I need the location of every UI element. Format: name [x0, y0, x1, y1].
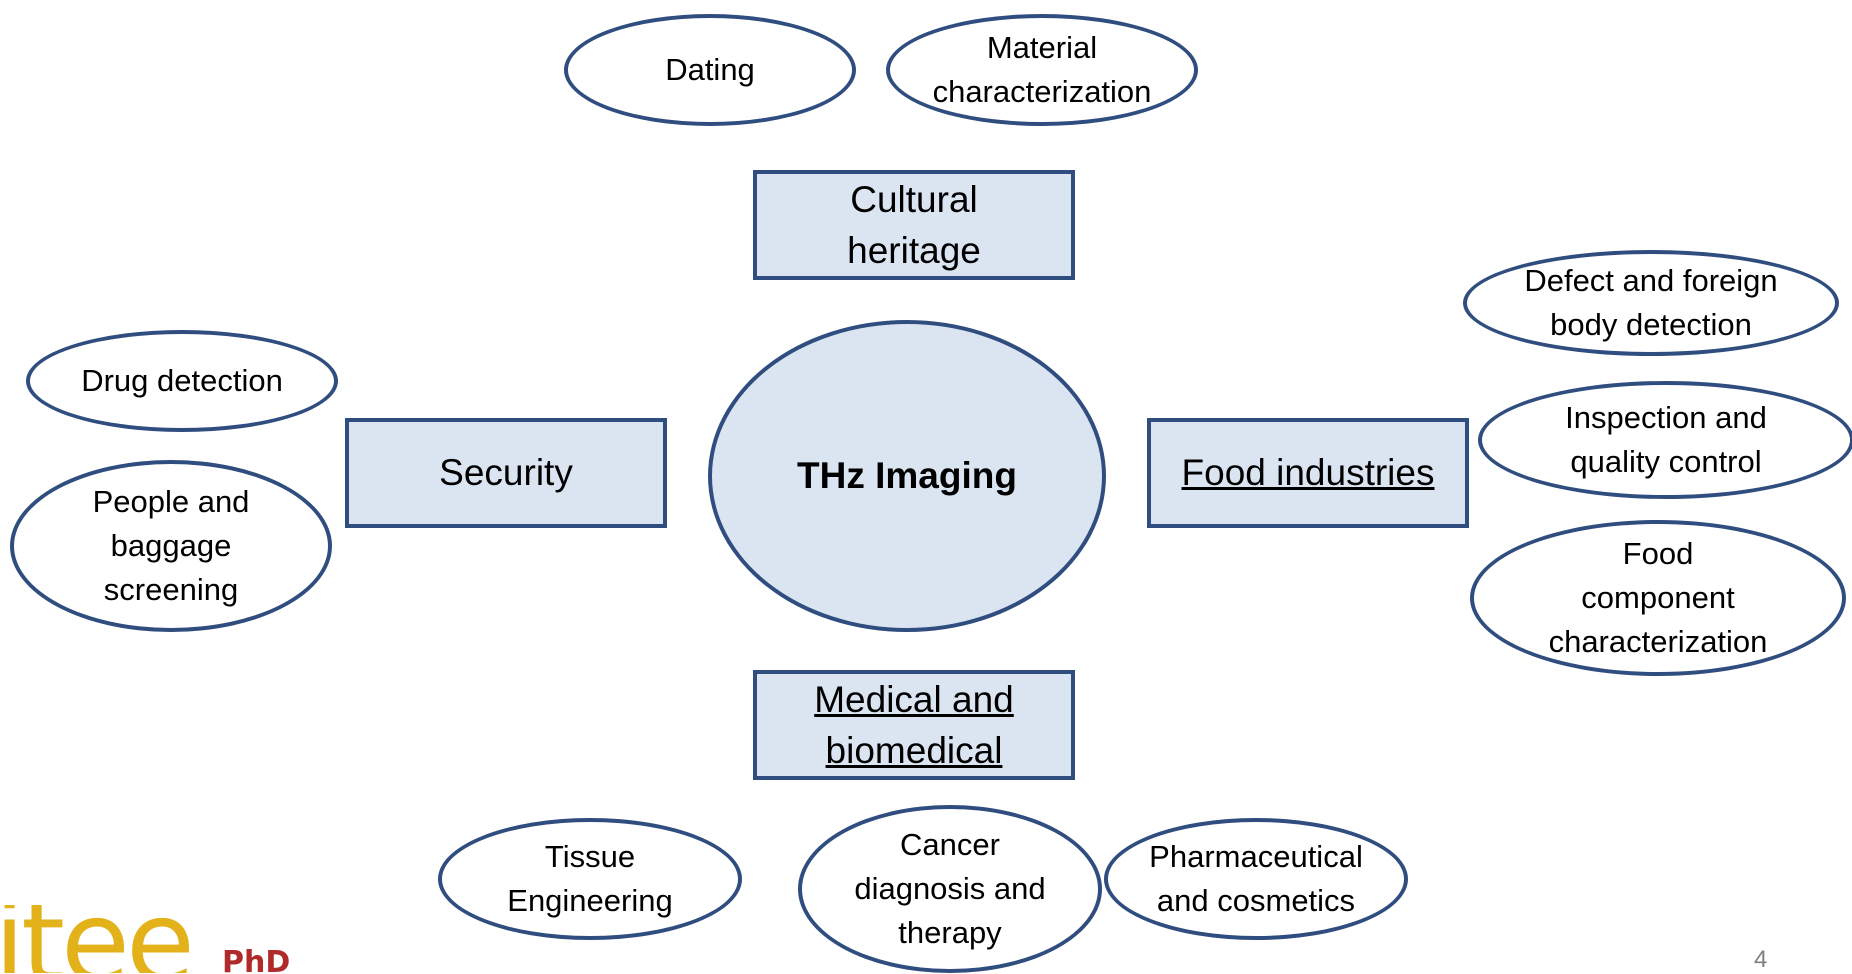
node-dating: Dating — [564, 14, 856, 126]
node-food-component-characterization: Food component characterization — [1470, 520, 1846, 676]
logo-main-text: itee — [0, 905, 195, 973]
category-medical-biomedical: Medical and biomedical — [753, 670, 1075, 780]
category-security: Security — [345, 418, 667, 528]
itee-phd-logo: itee PhD — [0, 905, 320, 973]
logo-sub-text: PhD — [222, 945, 291, 973]
node-tissue-engineering: Tissue Engineering — [438, 818, 742, 940]
category-cultural-heritage: Cultural heritage — [753, 170, 1075, 280]
node-inspection-quality-control: Inspection and quality control — [1478, 381, 1852, 499]
node-cancer-diagnosis-therapy: Cancer diagnosis and therapy — [798, 805, 1102, 973]
node-defect-foreign-body-detection: Defect and foreign body detection — [1463, 250, 1839, 356]
node-drug-detection: Drug detection — [26, 330, 338, 432]
node-material-characterization: Material characterization — [886, 14, 1198, 126]
node-pharmaceutical-cosmetics: Pharmaceutical and cosmetics — [1104, 818, 1408, 940]
center-thz-imaging: THz Imaging — [708, 320, 1106, 632]
category-food-industries: Food industries — [1147, 418, 1469, 528]
node-people-baggage-screening: People and baggage screening — [10, 460, 332, 632]
page-number: 4 — [1754, 946, 1768, 973]
